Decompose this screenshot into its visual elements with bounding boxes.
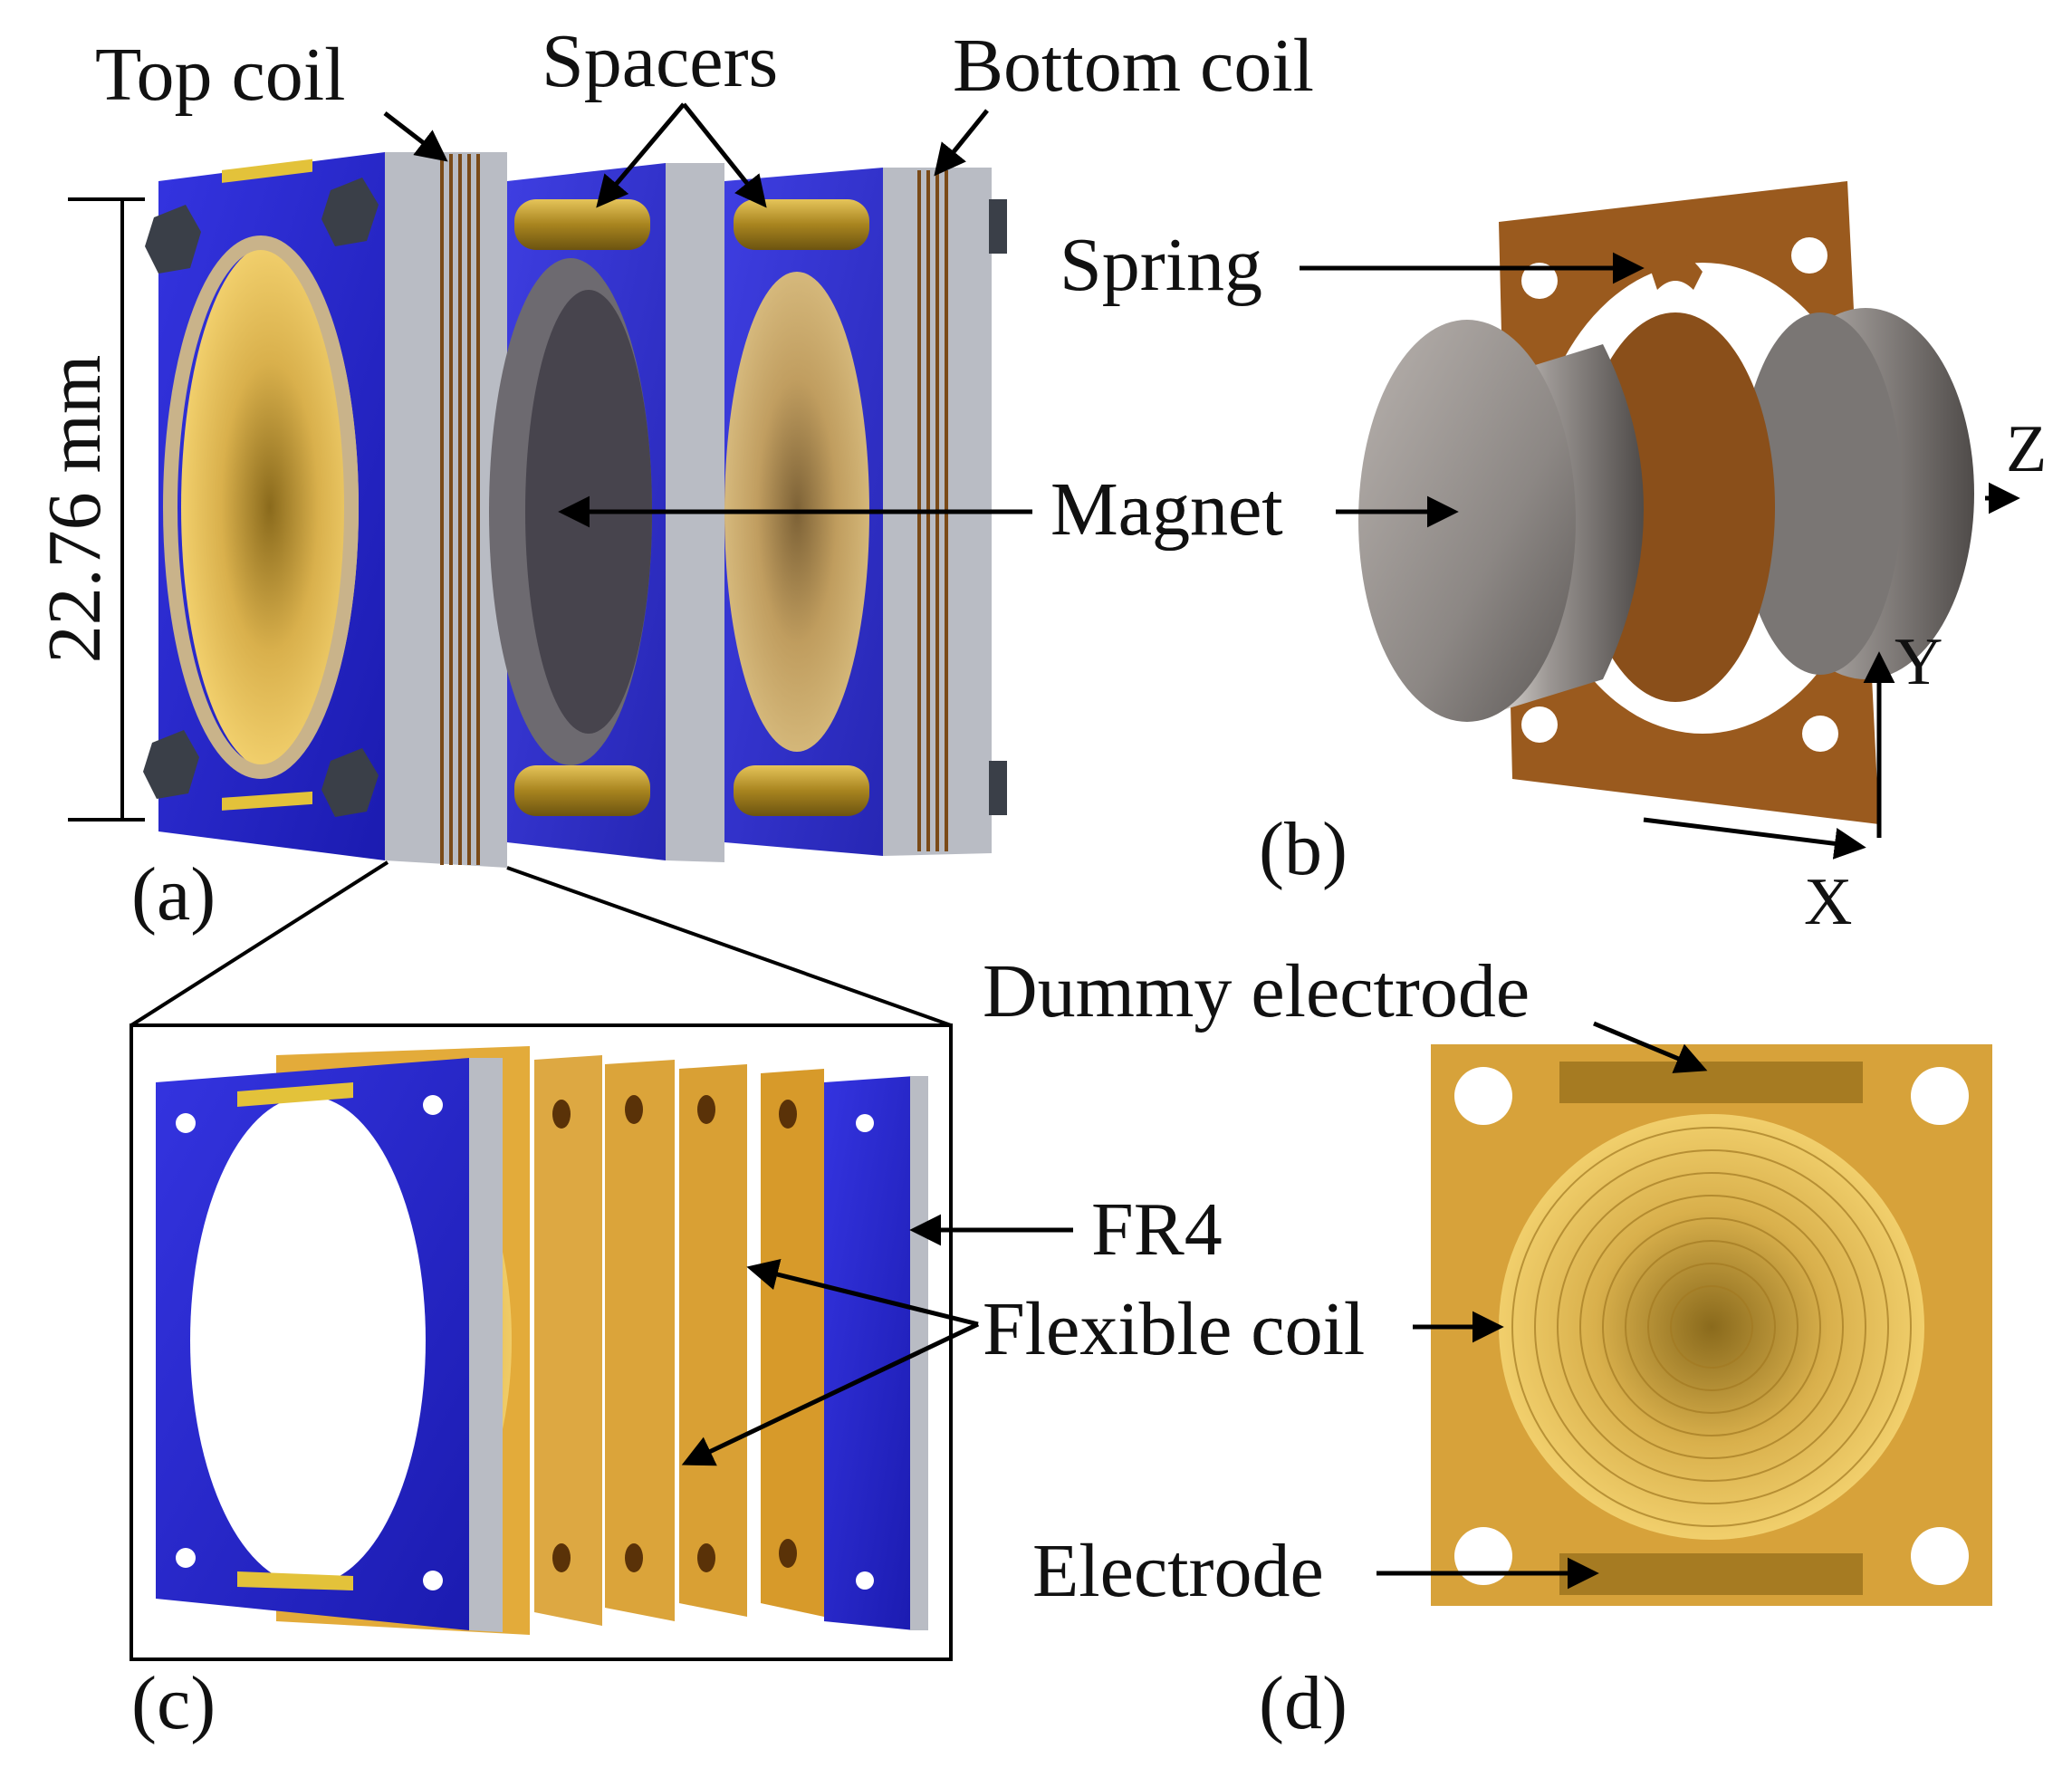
front-fr4-edge (469, 1058, 503, 1632)
coil-rings (1511, 1127, 1912, 1527)
mount-hole (176, 1113, 196, 1133)
bolt-icon (989, 761, 1007, 815)
top-coil-ring (163, 235, 359, 779)
front-magnet-face (1358, 320, 1576, 722)
flexible-coil-sheet-2 (534, 1055, 602, 1626)
axis-x-arrow (1643, 817, 1866, 860)
panel-b-assembly (1358, 181, 1974, 824)
spring-mount-hole (1802, 716, 1838, 752)
dummy-electrode-pad (1559, 1062, 1863, 1103)
axis-label-x: X (1804, 865, 1852, 939)
bolt-icon (321, 178, 379, 246)
spacer-rod-bottom-2 (734, 765, 869, 816)
board-hole (1911, 1067, 1969, 1125)
label-electrode: Electrode (1032, 1529, 1324, 1613)
bolt-icon (143, 730, 199, 799)
sheet-holes (552, 1095, 797, 1572)
top-coil-layers (440, 154, 480, 865)
flexible-coil-spiral-d (1499, 1114, 1924, 1540)
flexible-coil-sheet-4 (679, 1064, 747, 1617)
label-dummy-electrode: Dummy electrode (983, 949, 1530, 1033)
spacer-rod-top-2 (734, 199, 869, 250)
arrow-spacers-2 (682, 102, 767, 208)
zoom-line-left (130, 860, 389, 1027)
panel-d-coil-board (1431, 1044, 1992, 1606)
panel-tag-d: (d) (1259, 1661, 1348, 1745)
rear-fr4-plate (824, 1076, 915, 1630)
front-fr4-window (190, 1096, 426, 1585)
bolt-icon (321, 748, 379, 817)
mount-hole (856, 1114, 874, 1132)
arrow-bottom-coil (934, 109, 989, 177)
arrow-flexible-coil-c-2 (681, 1321, 980, 1466)
label-magnet-b: Magnet (1050, 467, 1283, 552)
axis-label-y: Y (1895, 625, 1942, 699)
spring-arm (1648, 251, 1703, 290)
flexible-coil-sheet-5 (761, 1069, 824, 1617)
panel-tag-b: (b) (1259, 807, 1348, 891)
mount-hole (423, 1095, 443, 1115)
bolt-icon (145, 205, 201, 274)
flexible-coil-sheet-3 (605, 1060, 675, 1621)
zoom-frame (130, 1023, 953, 1661)
electrode-pad (1559, 1553, 1863, 1595)
zoom-line-right (506, 866, 952, 1027)
label-bottom-coil: Bottom coil (953, 24, 1314, 108)
dimension-marker (68, 197, 145, 822)
label-flexible-coil-d: Flexible coil (983, 1287, 1365, 1371)
mount-hole (176, 1548, 196, 1568)
front-electrode-top (237, 1082, 353, 1107)
label-fr4: FR4 (1091, 1187, 1223, 1272)
rear-magnet-face (1739, 312, 1902, 675)
spring-mount-hole (1791, 237, 1827, 274)
panel-c-exploded-view (156, 1046, 928, 1635)
mount-hole (423, 1571, 443, 1590)
dimension-label: 22.76 mm (33, 355, 117, 664)
board-hole (1454, 1067, 1512, 1125)
top-coil-stack-edge (385, 152, 507, 868)
spring-mount-hole (1521, 263, 1558, 299)
arrow-top-coil (383, 111, 448, 162)
label-top-coil: Top coil (95, 33, 345, 117)
panel-tag-c: (c) (131, 1661, 216, 1745)
bottom-electrode-trace (222, 791, 312, 811)
label-spring: Spring (1060, 223, 1262, 307)
label-spacers: Spacers (542, 19, 778, 103)
arrow-spacers-1 (596, 102, 686, 208)
board-hole (1454, 1527, 1512, 1585)
spring-mount-hole (1521, 706, 1558, 743)
panel-a-assembly (143, 152, 1007, 868)
arrow-dummy-electrode (1593, 1021, 1708, 1073)
top-coil-spiral (181, 245, 359, 770)
bolt-icon (989, 199, 1007, 254)
spacer-rod-bottom-1 (514, 765, 650, 816)
coordinate-axes (1643, 482, 2020, 860)
mount-hole (856, 1571, 874, 1590)
panel-tag-a: (a) (131, 852, 216, 937)
axis-label-z: Z (2006, 412, 2047, 486)
label-magnet-a: Magnet (1050, 467, 1283, 552)
front-electrode-bottom (237, 1571, 353, 1590)
top-electrode-trace (222, 159, 312, 183)
label-flexible-coil-c: Flexible coil (983, 1287, 1365, 1371)
arrow-flexible-coil-c-1 (746, 1259, 979, 1327)
board-hole (1911, 1527, 1969, 1585)
spacer-rod-top-1 (514, 199, 650, 250)
